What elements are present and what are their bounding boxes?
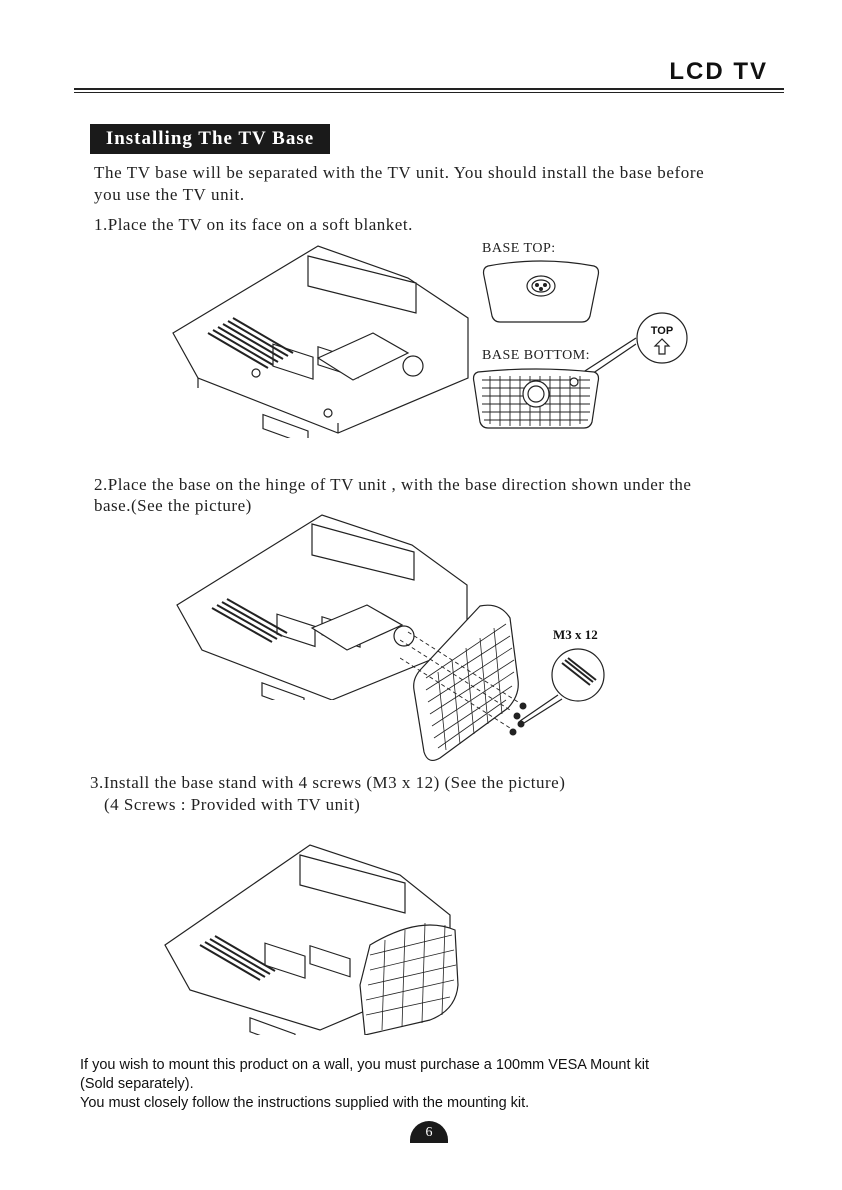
header-title: LCD TV [669,58,768,85]
footer-line-3: You must closely follow the instructions… [80,1095,530,1111]
intro-line-2: you use the TV unit. [94,185,245,204]
step-3-line-2: (4 Screws : Provided with TV unit) [104,795,361,814]
top-arrow-icon: TOP [636,312,688,364]
page-number: 6 [410,1121,448,1143]
tv-installed-base-illustration [164,844,459,1035]
tv-with-base-illustration [176,514,468,700]
section-title: Installing The TV Base [90,124,330,154]
footer-line-2: (Sold separately). [80,1076,194,1092]
alignment-dashes [400,631,519,729]
base-top-icon [482,260,600,323]
step-2-line-2: base.(See the picture) [94,496,252,515]
tv-back-illustration [172,245,469,438]
screw-icon [519,648,605,724]
header-rule [74,88,784,93]
base-plate-angled [413,604,519,762]
footer-line-1: If you wish to mount this product on a w… [80,1057,649,1073]
step-2-line-1: 2.Place the base on the hinge of TV unit… [94,475,692,494]
base-bottom-label: BASE BOTTOM: [482,348,591,363]
step-1-text: 1.Place the TV on its face on a soft bla… [94,215,413,234]
top-marker-text: TOP [651,325,673,337]
screw-set-icon [509,702,527,736]
screw-spec-label: M3 x 12 [553,627,598,642]
base-top-label: BASE TOP: [482,241,556,256]
base-bottom-icon [472,368,600,429]
intro-line-1: The TV base will be separated with the T… [94,163,705,182]
step-3-line-1: 3.Install the base stand with 4 screws (… [90,773,566,792]
